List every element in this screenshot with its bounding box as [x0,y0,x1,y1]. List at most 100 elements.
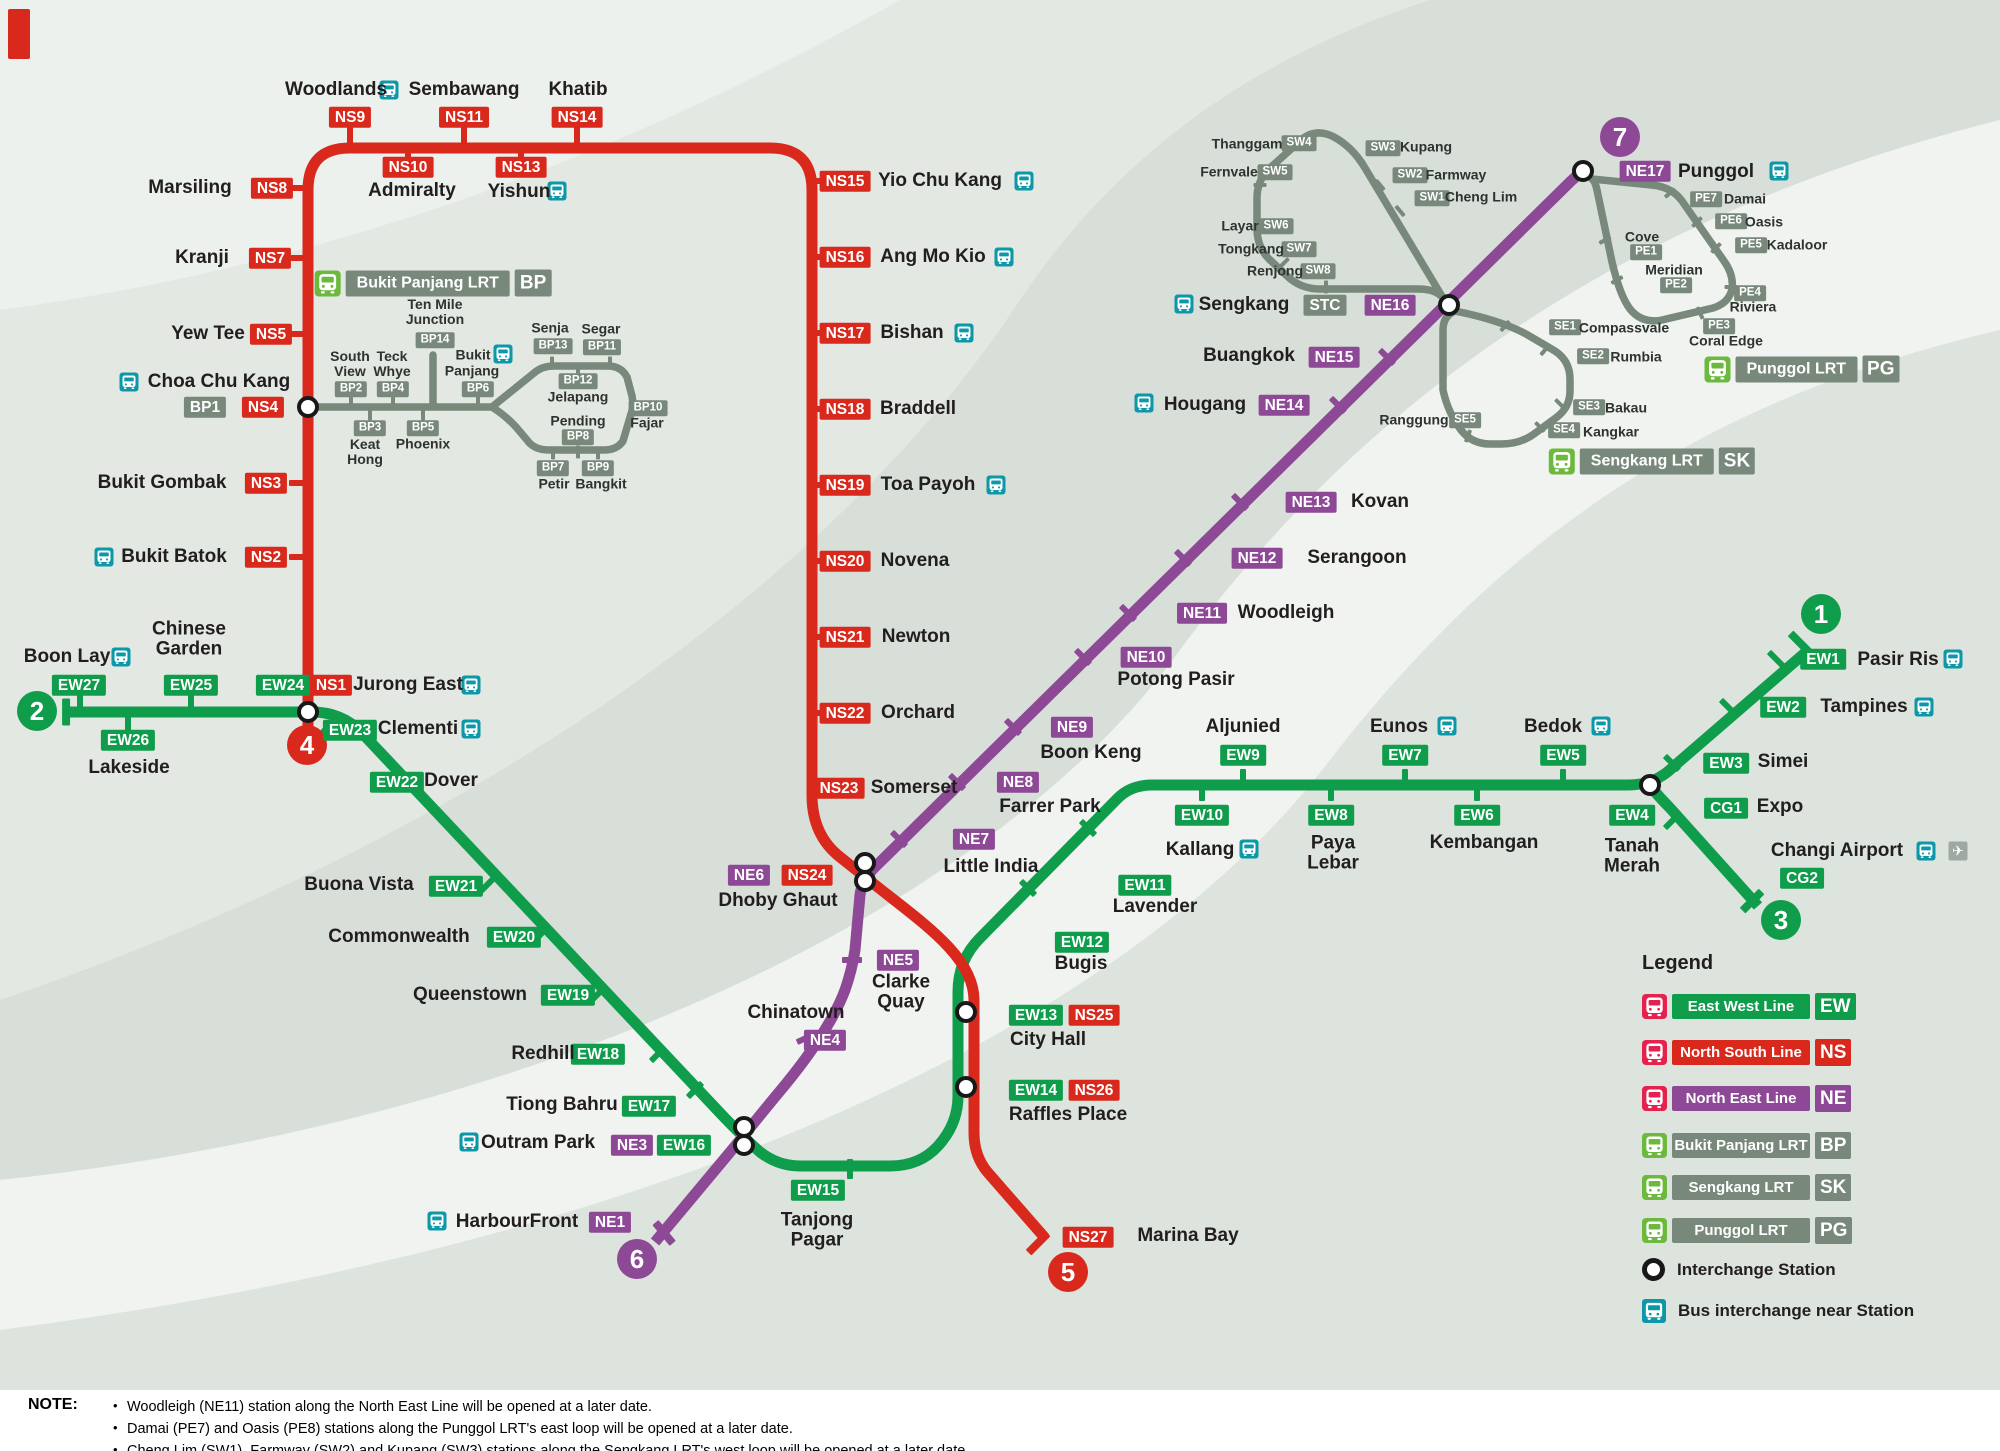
station-label-orchard: Orchard [881,701,955,723]
legend-interchange: Interchange Station [1642,1258,1836,1281]
station-label-marina-bay: Marina Bay [1137,1224,1239,1246]
station-code-ns5: NS5 [249,323,293,345]
station-label-bedok: Bedok [1523,715,1583,737]
station-code-stc: STC [1303,294,1347,316]
station-code-ns3: NS3 [244,472,288,494]
bus-interchange-icon [547,181,567,201]
station-label-woodlands: Woodlands [284,78,388,100]
station-code-ew23: EW23 [322,719,378,741]
station-code-ew11: EW11 [1118,874,1172,896]
station-code-pe4: PE4 [1734,285,1766,301]
legend-line-name: North East Line [1672,1086,1810,1111]
station-label-senja: Senja [531,319,569,336]
station-code-ne15: NE15 [1308,346,1360,368]
station-tick [1474,781,1480,801]
bus-interchange-icon [1174,294,1194,314]
note: NOTE: Woodleigh (NE11) station along the… [0,1390,2000,1451]
station-code-ne14: NE14 [1258,394,1310,416]
station-code-ns4: NS4 [241,396,285,418]
station-code-bp1: BP1 [183,396,227,418]
legend-line-name: Sengkang LRT [1672,1175,1810,1200]
line-code: SK [1718,447,1756,475]
station-label-ranggung: Ranggung [1379,411,1449,428]
station-label-rumbia: Rumbia [1610,348,1662,365]
interchange-station-icon [297,701,319,723]
station-label-dover: Dover [424,769,478,791]
station-code-ne3: NE3 [610,1134,654,1156]
station-code-pe6: PE6 [1715,213,1747,229]
station-code-ns26: NS26 [1068,1079,1120,1101]
legend-bus-interchange: Bus interchange near Station [1642,1299,1914,1323]
station-label-petir: Petir [538,475,570,492]
station-label-bugis: Bugis [1054,952,1108,974]
station-label-keat-hong: Keat Hong [347,436,383,467]
legend-line-code: EW [1815,993,1856,1020]
bus-interchange-icon [1943,649,1963,669]
station-code-ns15: NS15 [819,170,871,192]
station-label-pending: Pending [550,412,606,429]
station-label-meridian: Meridian [1645,261,1703,278]
legend-line-name: Bukit Panjang LRT [1672,1133,1810,1158]
station-label-kadaloor: Kadaloor [1766,236,1828,253]
station-label-phoenix: Phoenix [395,435,451,452]
train-icon [1642,1133,1667,1158]
station-label-teck-whye: Teck Whye [373,348,411,379]
station-code-ns25: NS25 [1068,1004,1120,1026]
station-label-changi-airport: Changi Airport [1770,839,1904,861]
station-tick [608,356,612,370]
station-label-paya-lebar: Paya Lebar [1307,832,1359,874]
station-code-ne4: NE4 [803,1029,847,1051]
station-tick [550,356,554,370]
station-label-renjong: Renjong [1247,262,1303,279]
station-code-ew2: EW2 [1760,696,1806,718]
station-label-potong-pasir: Potong Pasir [1117,668,1235,690]
station-label-braddell: Braddell [879,397,957,419]
station-label-lakeside: Lakeside [88,756,170,778]
station-code-bp4: BP4 [376,381,410,397]
station-code-ns18: NS18 [819,398,871,420]
station-code-bp14: BP14 [415,332,455,348]
station-code-ew24: EW24 [255,674,311,696]
airport-icon: ✈ [1948,841,1968,861]
note-item: Damai (PE7) and Oasis (PE8) stations alo… [113,1417,969,1440]
station-label-jelapang: Jelapang [547,388,609,405]
station-label-damai: Damai [1723,190,1767,207]
station-label-chinatown: Chinatown [747,1001,845,1023]
station-tick [289,331,309,337]
station-label-boon-lay: Boon Lay [23,645,111,667]
station-code-ew8: EW8 [1308,804,1354,826]
station-label-farmway: Farmway [1425,166,1487,183]
station-label-marsiling: Marsiling [148,176,232,198]
station-label-dhoby-ghaut: Dhoby Ghaut [718,889,838,911]
legend-bus-label: Bus interchange near Station [1678,1301,1915,1320]
bus-interchange-icon [1014,171,1034,191]
train-icon [1642,994,1667,1019]
station-label-bishan: Bishan [880,321,944,343]
sengkang-lrt-west-loop [1253,129,1447,302]
terminal-marker-7: 7 [1600,117,1640,157]
lrt-train-icon [1704,356,1731,382]
station-label-compassvale: Compassvale [1578,319,1670,336]
station-label-serangoon: Serangoon [1307,546,1407,568]
station-code-se1: SE1 [1549,319,1581,335]
station-code-ew19: EW19 [540,984,596,1006]
station-code-ns22: NS22 [819,702,871,724]
station-code-ns14: NS14 [551,106,603,128]
bus-interchange-icon [1591,716,1611,736]
train-icon [1642,1218,1667,1243]
station-label-kembangan: Kembangan [1429,831,1539,853]
note-heading: NOTE: [28,1396,78,1413]
station-code-cg2: CG2 [1780,867,1824,889]
station-code-bp2: BP2 [334,381,368,397]
station-label-coral-edge: Coral Edge [1689,332,1763,349]
station-label-yew-tee: Yew Tee [171,322,245,344]
sengkang-lrt-east-loop [1439,307,1574,448]
bus-interchange-icon [111,647,131,667]
station-code-pe5: PE5 [1735,237,1767,253]
station-code-ns9: NS9 [328,106,372,128]
station-tick [125,711,131,731]
station-label-buona-vista: Buona Vista [304,873,414,895]
station-label-cove: Cove [1624,228,1660,245]
station-code-ns2: NS2 [244,546,288,568]
